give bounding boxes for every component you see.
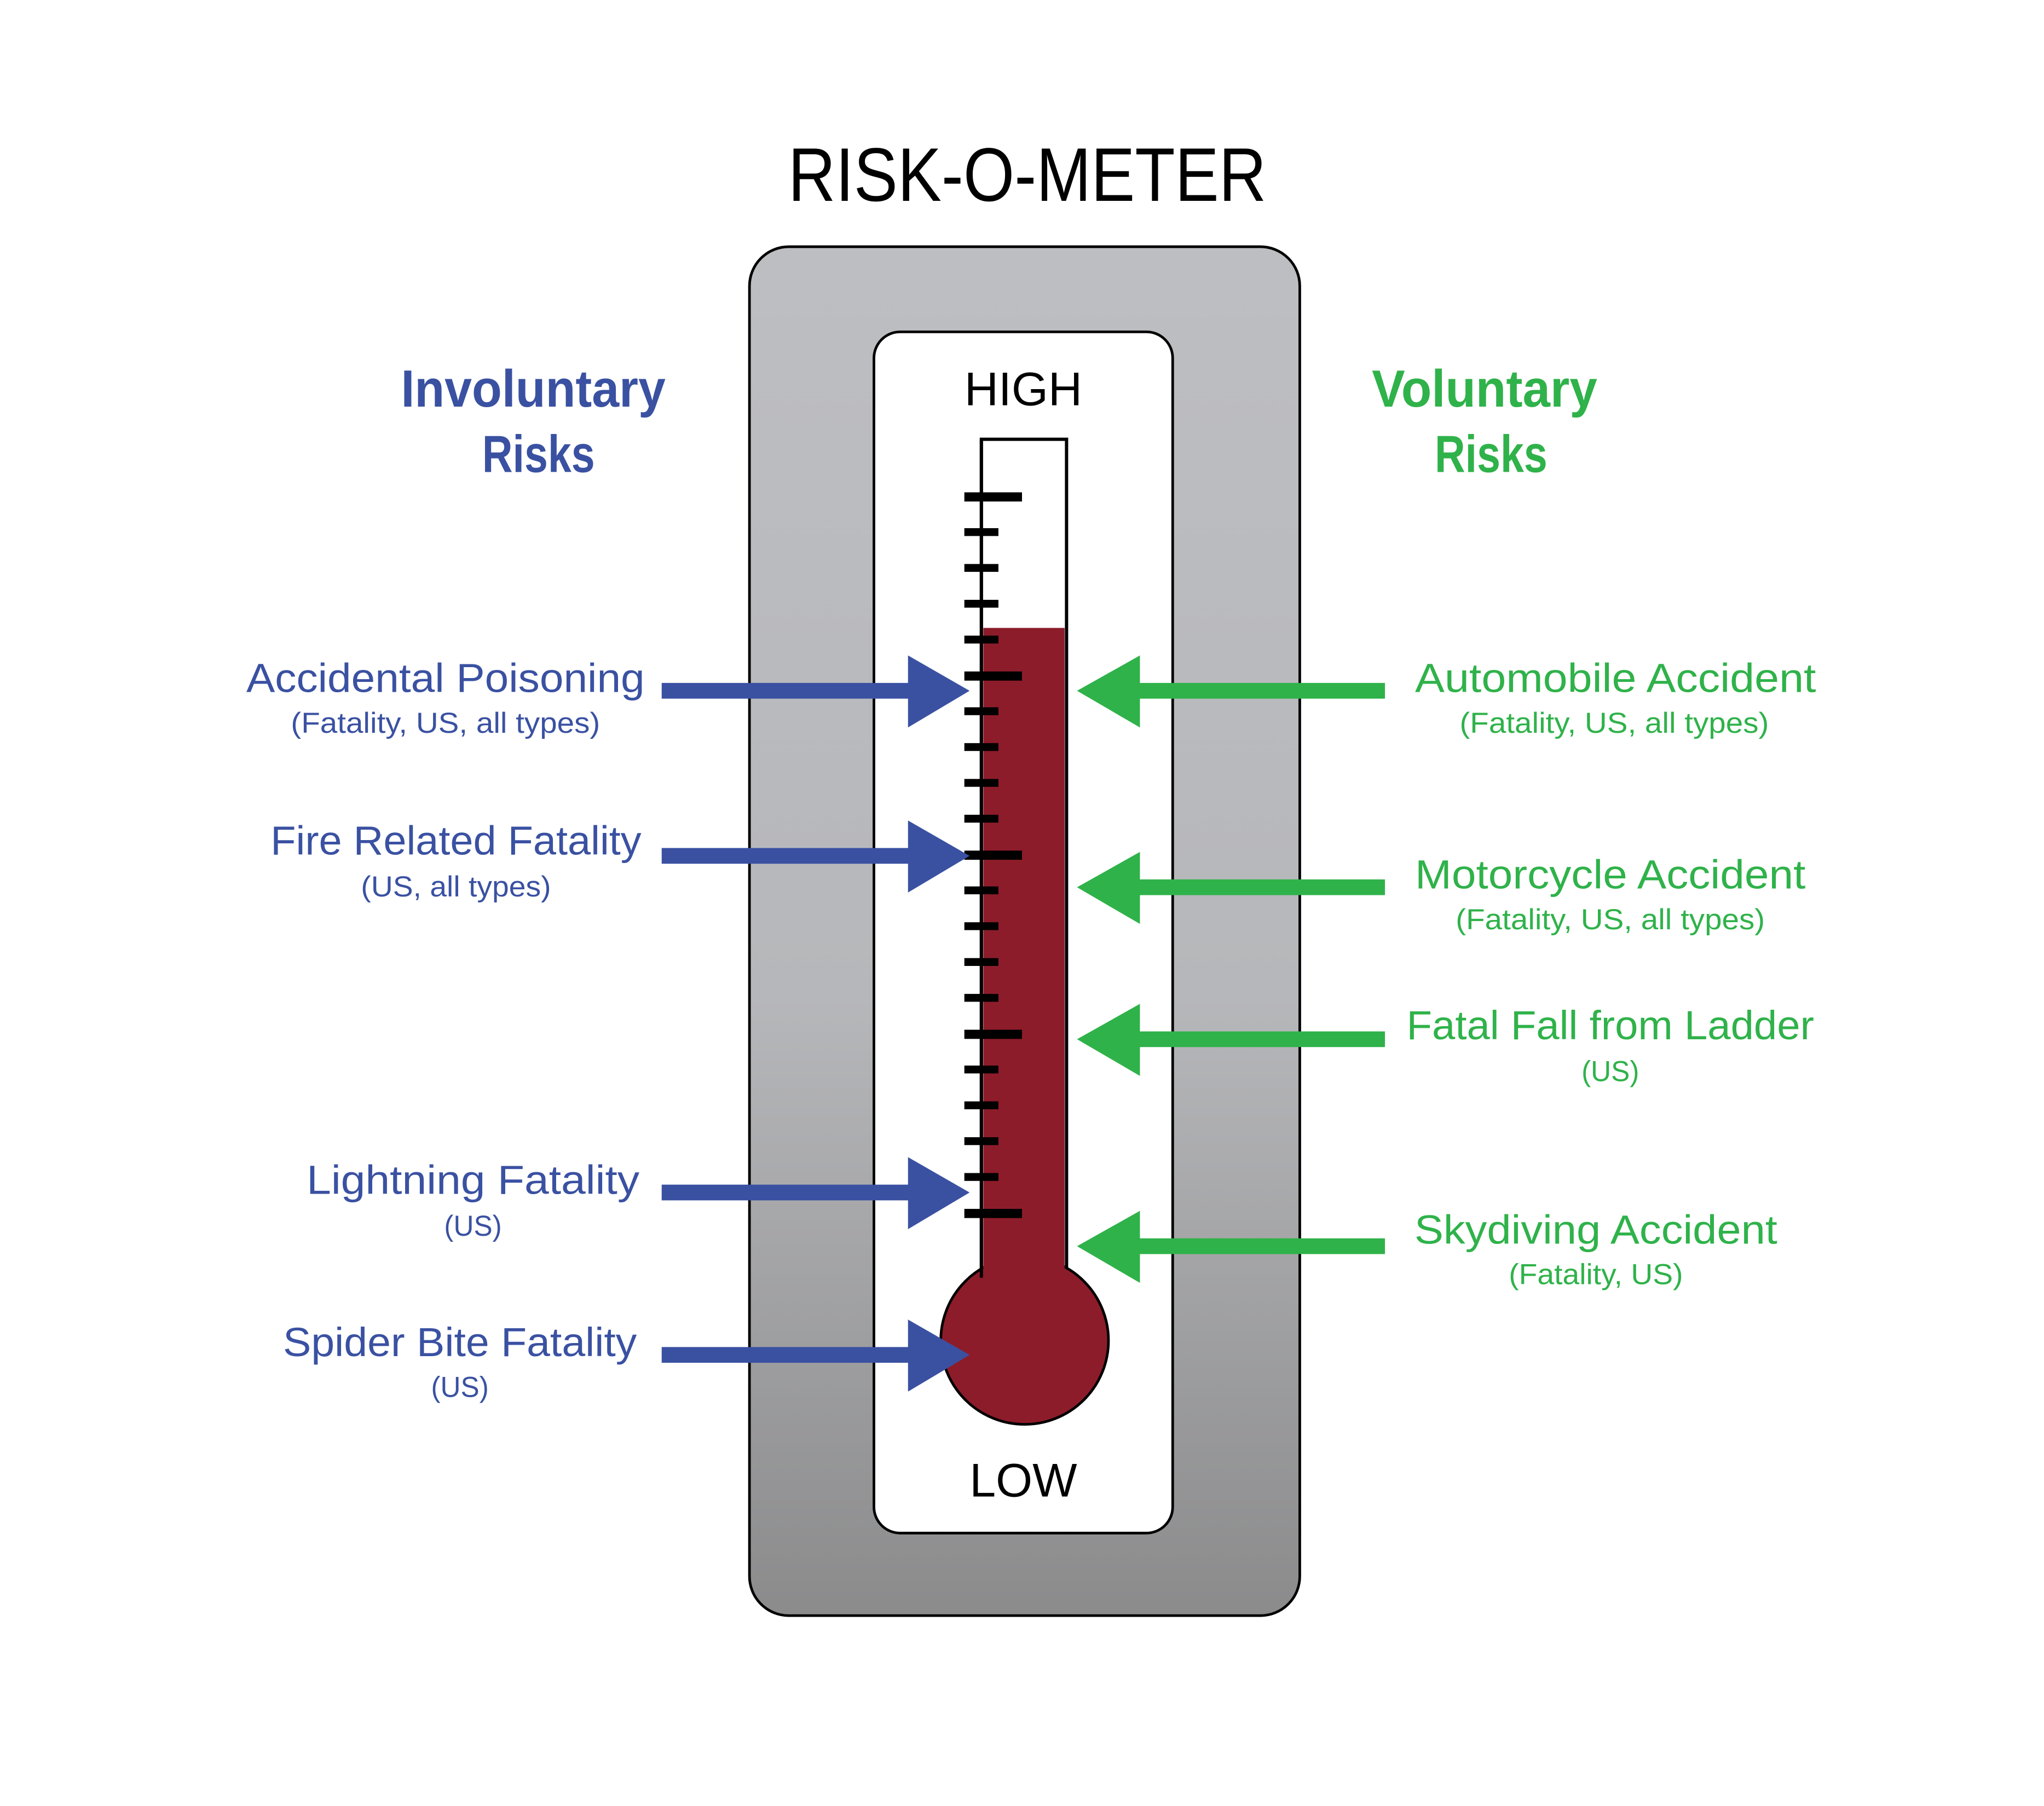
arrow-right-icon	[661, 1319, 970, 1392]
minor-tick	[964, 600, 998, 608]
minor-tick	[964, 958, 998, 966]
item-sublabel: (US)	[431, 1371, 488, 1403]
involuntary-item: Fire Related Fatality (US, all types)	[270, 818, 970, 903]
arrow-right-icon	[661, 820, 970, 893]
minor-tick	[964, 922, 998, 930]
item-label: Motorcycle Accident	[1415, 852, 1806, 898]
voluntary-heading-line2: Risks	[1435, 425, 1548, 484]
voluntary-item: Fatal Fall from Ladder (US)	[1077, 1003, 1814, 1088]
diagram-title: RISK-O-METER	[788, 132, 1267, 217]
item-label: Spider Bite Fatality	[283, 1319, 637, 1365]
involuntary-heading-line2: Risks	[482, 425, 595, 484]
item-label: Automobile Accident	[1415, 656, 1816, 701]
involuntary-item: Spider Bite Fatality (US)	[283, 1319, 970, 1403]
item-sublabel: (US)	[444, 1210, 501, 1242]
minor-tick	[964, 743, 998, 751]
arrow-left-icon	[1077, 1004, 1385, 1076]
minor-tick	[964, 1173, 998, 1181]
major-tick	[964, 1029, 1022, 1039]
minor-tick	[964, 994, 998, 1002]
minor-tick	[964, 707, 998, 715]
minor-tick	[964, 635, 998, 644]
major-tick	[964, 850, 1022, 860]
minor-tick	[964, 1066, 998, 1074]
arrow-left-icon	[1077, 852, 1385, 924]
tick-marks	[964, 439, 1022, 1278]
item-label: Fatal Fall from Ladder	[1407, 1003, 1814, 1048]
minor-tick	[964, 886, 998, 895]
item-sublabel: (Fatality, US, all types)	[291, 707, 600, 739]
arrow-right-icon	[661, 655, 970, 728]
item-sublabel: (Fatality, US, all types)	[1456, 904, 1765, 936]
high-label: HIGH	[965, 363, 1082, 415]
item-sublabel: (Fatality, US)	[1509, 1259, 1683, 1291]
major-tick	[964, 671, 1022, 681]
item-sublabel: (US, all types)	[361, 871, 551, 903]
voluntary-item: Automobile Accident (Fatality, US, all t…	[1077, 655, 1816, 739]
voluntary-item: Motorcycle Accident (Fatality, US, all t…	[1077, 852, 1806, 936]
voluntary-item: Skydiving Accident (Fatality, US)	[1077, 1207, 1777, 1291]
minor-tick	[964, 1101, 998, 1109]
minor-tick	[964, 779, 998, 787]
item-sublabel: (US)	[1581, 1056, 1639, 1088]
item-label: Skydiving Accident	[1414, 1207, 1777, 1252]
arrow-left-icon	[1077, 655, 1385, 728]
involuntary-heading-line1: Involuntary	[401, 360, 666, 418]
item-label: Fire Related Fatality	[270, 818, 641, 863]
minor-tick	[964, 814, 998, 823]
minor-tick	[964, 564, 998, 572]
involuntary-item: Lightning Fatality (US)	[307, 1157, 970, 1242]
minor-tick	[964, 1137, 998, 1145]
involuntary-item: Accidental Poisoning (Fatality, US, all …	[246, 655, 970, 739]
item-label: Lightning Fatality	[307, 1157, 639, 1202]
low-label: LOW	[969, 1454, 1077, 1507]
major-tick	[964, 1208, 1022, 1218]
item-sublabel: (Fatality, US, all types)	[1459, 707, 1769, 739]
item-label: Accidental Poisoning	[246, 656, 645, 701]
arrow-left-icon	[1077, 1211, 1385, 1283]
major-tick	[964, 492, 1022, 502]
voluntary-heading-line1: Voluntary	[1372, 360, 1597, 418]
arrow-right-icon	[661, 1157, 970, 1230]
minor-tick	[964, 528, 998, 536]
